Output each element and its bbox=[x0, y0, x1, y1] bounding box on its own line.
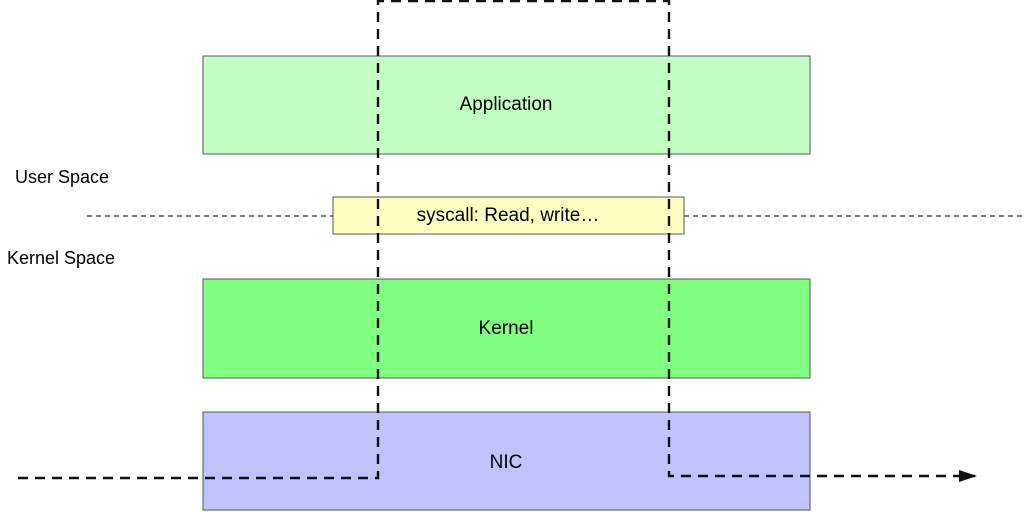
syscall-box bbox=[332, 196, 685, 235]
nic-box bbox=[202, 411, 811, 511]
user-space-label: User Space bbox=[15, 167, 109, 187]
application-label: Application bbox=[460, 94, 553, 115]
kernel-box bbox=[202, 278, 811, 379]
kernel-space-label: Kernel Space bbox=[7, 248, 115, 268]
data-path-arrow bbox=[18, 0, 977, 482]
syscall-label: syscall: Read, write… bbox=[417, 205, 600, 226]
nic-label: NIC bbox=[490, 452, 523, 473]
kernel-label: Kernel bbox=[479, 318, 534, 339]
application-box bbox=[202, 55, 811, 155]
